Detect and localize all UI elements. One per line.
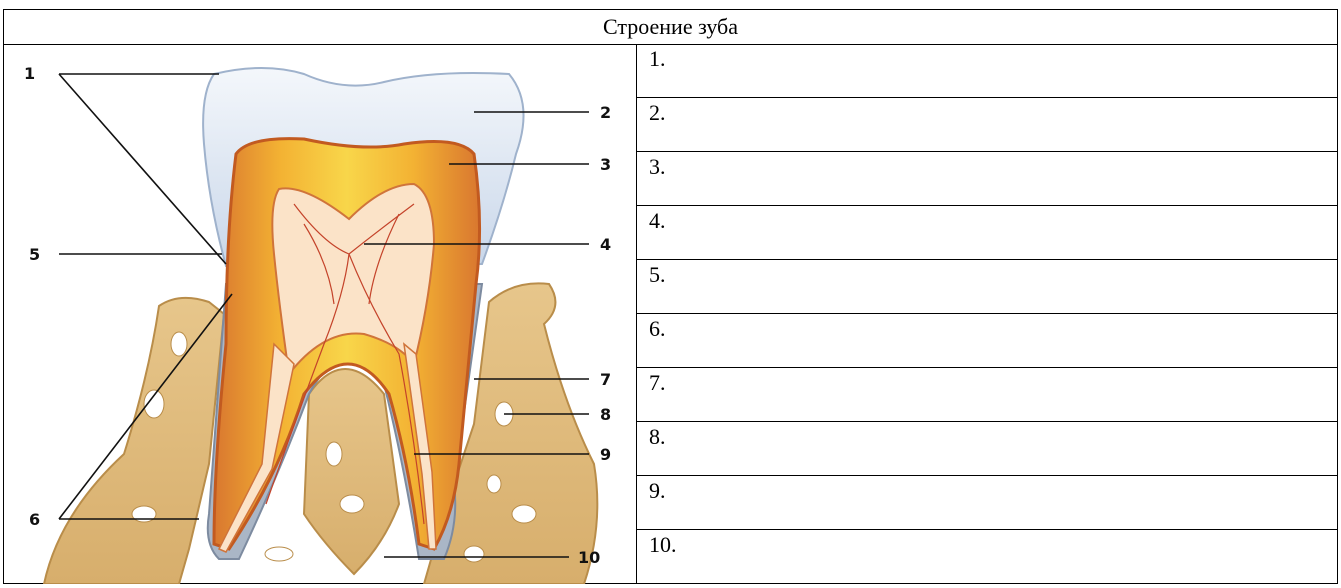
- answer-row-1[interactable]: 1.: [637, 44, 1337, 98]
- callout-9: 9: [600, 445, 611, 464]
- worksheet-table: Строение зуба: [3, 9, 1338, 584]
- callout-6: 6: [29, 510, 40, 529]
- tooth-illustration: 1 2 3 4 5 6 7 8 9 10: [4, 44, 636, 584]
- answer-row-3[interactable]: 3.: [637, 152, 1337, 206]
- tooth-diagram: 1 2 3 4 5 6 7 8 9 10: [4, 44, 637, 584]
- answer-row-8[interactable]: 8.: [637, 422, 1337, 476]
- answer-row-7[interactable]: 7.: [637, 368, 1337, 422]
- answer-column: 1. 2. 3. 4. 5. 6. 7. 8. 9. 10.: [637, 44, 1337, 583]
- inter-root-bone-shape: [304, 369, 399, 574]
- callout-5: 5: [29, 245, 40, 264]
- callout-7: 7: [600, 370, 611, 389]
- table-title: Строение зуба: [4, 10, 1337, 45]
- answer-row-4[interactable]: 4.: [637, 206, 1337, 260]
- callout-3: 3: [600, 155, 611, 174]
- callout-1: 1: [24, 64, 35, 83]
- answer-row-2[interactable]: 2.: [637, 98, 1337, 152]
- callout-2: 2: [600, 103, 611, 122]
- answer-row-5[interactable]: 5.: [637, 260, 1337, 314]
- callout-4: 4: [600, 235, 611, 254]
- answer-row-10[interactable]: 10.: [637, 530, 1337, 584]
- answer-row-6[interactable]: 6.: [637, 314, 1337, 368]
- answer-row-9[interactable]: 9.: [637, 476, 1337, 530]
- callout-10: 10: [578, 548, 600, 567]
- callout-8: 8: [600, 405, 611, 424]
